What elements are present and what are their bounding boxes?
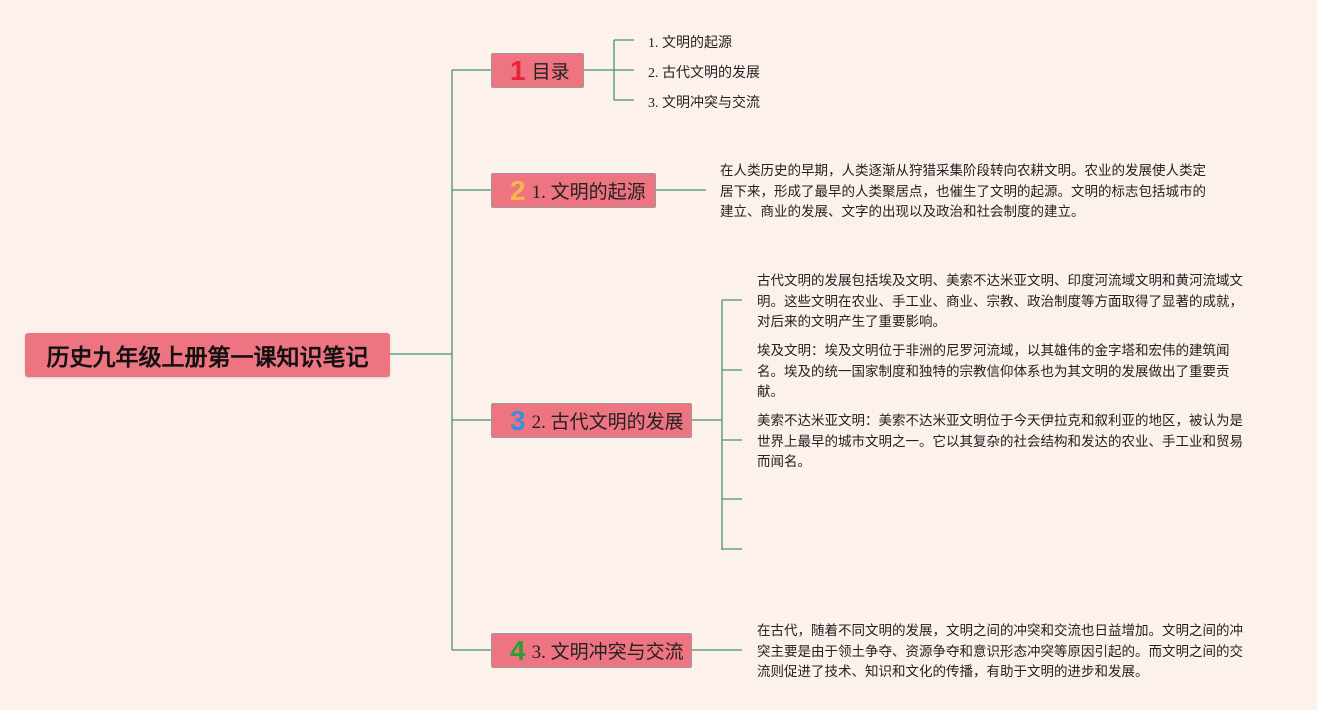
branch-development[interactable]: 3 2. 古代文明的发展 [491,403,692,438]
conflict-text[interactable]: 在古代，随着不同文明的发展，文明之间的冲突和交流也日益增加。文明之间的冲突主要是… [757,623,1243,679]
toc-item-1[interactable]: 1. 文明的起源 [648,36,732,51]
origin-text[interactable]: 在人类历史的早期，人类逐渐从狩猎采集阶段转向农耕文明。农业的发展使人类定居下来，… [720,163,1206,219]
number-4-icon: 4 [510,634,526,666]
number-2-icon: 2 [510,174,526,206]
branch-toc[interactable]: 1 目录 [491,53,584,88]
development-text-mesopotamia[interactable]: 美索不达米亚文明：美索不达米亚文明位于今天伊拉克和叙利亚的地区，被认为是世界上最… [757,413,1243,469]
development-text-egypt[interactable]: 埃及文明：埃及文明位于非洲的尼罗河流域，以其雄伟的金字塔和宏伟的建筑闻名。埃及的… [757,343,1230,399]
root-title: 历史九年级上册第一课知识笔记 [46,344,369,370]
development-text-overview[interactable]: 古代文明的发展包括埃及文明、美索不达米亚文明、印度河流域文明和黄河流域文明。这些… [757,273,1243,329]
toc-item-3[interactable]: 3. 文明冲突与交流 [648,96,760,111]
branch-development-label: 2. 古代文明的发展 [531,412,684,433]
branch-conflict-label: 3. 文明冲突与交流 [531,642,684,663]
branch-conflict[interactable]: 4 3. 文明冲突与交流 [491,633,692,668]
number-3-icon: 3 [510,404,526,436]
branch-origin[interactable]: 2 1. 文明的起源 [491,173,656,208]
branch-toc-label: 目录 [531,62,570,83]
branch-origin-label: 1. 文明的起源 [531,182,646,203]
number-1-icon: 1 [510,54,526,86]
root-topic[interactable]: 历史九年级上册第一课知识笔记 [25,333,390,377]
toc-item-2[interactable]: 2. 古代文明的发展 [648,66,760,81]
